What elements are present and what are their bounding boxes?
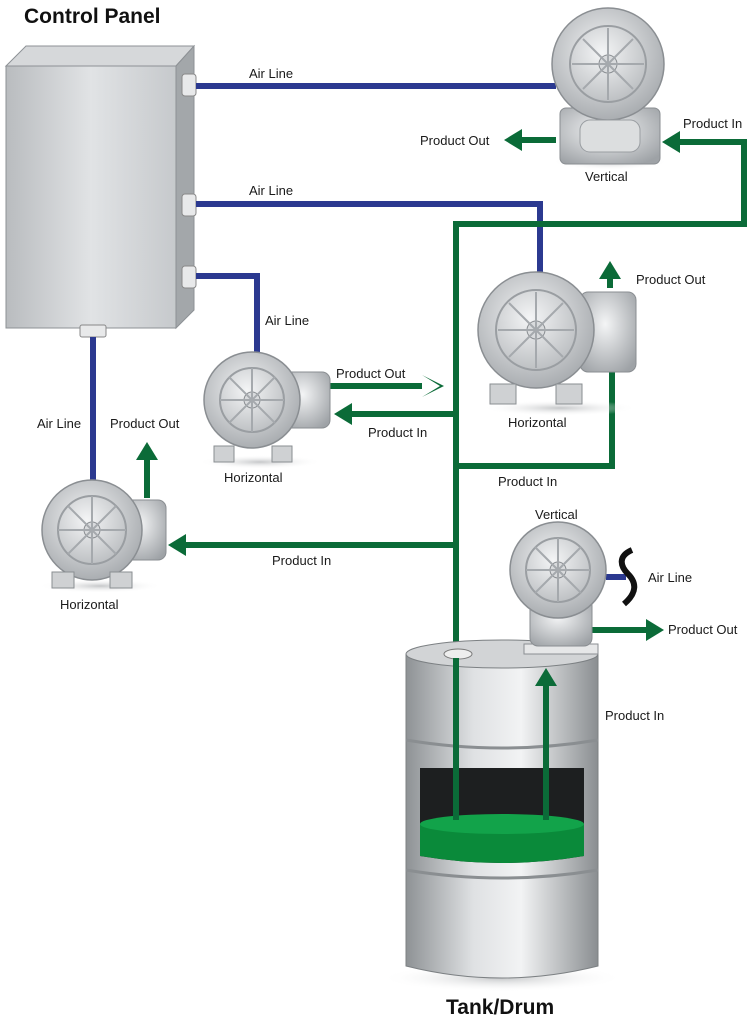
horizontal-label-left: Horizontal — [60, 597, 119, 612]
pump-horizontal-left — [38, 479, 167, 593]
pump-horizontal-right — [477, 271, 638, 416]
product-out-label-middle: Product Out — [336, 366, 406, 381]
product-out-label-left: Product Out — [110, 416, 180, 431]
horizontal-label-middle: Horizontal — [224, 470, 283, 485]
air-line-label-middle: Air Line — [249, 183, 294, 198]
product-in-label-middle: Product In — [368, 425, 428, 440]
air-lines — [90, 83, 638, 607]
air-line-label-drum: Air Line — [648, 570, 693, 585]
product-in-label-top: Product In — [683, 116, 743, 131]
horizontal-label-right: Horizontal — [508, 415, 567, 430]
air-line-lower — [196, 273, 260, 355]
product-in-label-left: Product In — [272, 553, 332, 568]
air-line-label-top: Air Line — [249, 66, 294, 81]
vertical-label-drum: Vertical — [535, 507, 578, 522]
product-in-label-drum: Product In — [605, 708, 665, 723]
air-line-label-left: Air Line — [37, 416, 82, 431]
product-riser — [453, 139, 747, 654]
product-out-label-drum: Product Out — [668, 622, 738, 637]
tank-drum-title: Tank/Drum — [446, 996, 555, 1019]
air-line-label-lower: Air Line — [265, 313, 310, 328]
product-out-label-top: Product Out — [420, 133, 490, 148]
product-in-label-right: Product In — [498, 474, 558, 489]
tank-drum — [380, 639, 624, 992]
pump-vertical-top — [551, 7, 668, 170]
vertical-label-top: Vertical — [585, 169, 628, 184]
air-line-middle — [196, 201, 543, 275]
control-panel — [4, 44, 197, 338]
control-panel-title: Control Panel — [24, 5, 161, 28]
air-hose-coil — [618, 547, 638, 607]
pump-vertical-drum — [509, 521, 607, 655]
pump-horizontal-middle — [198, 351, 331, 469]
product-out-label-right: Product Out — [636, 272, 706, 287]
